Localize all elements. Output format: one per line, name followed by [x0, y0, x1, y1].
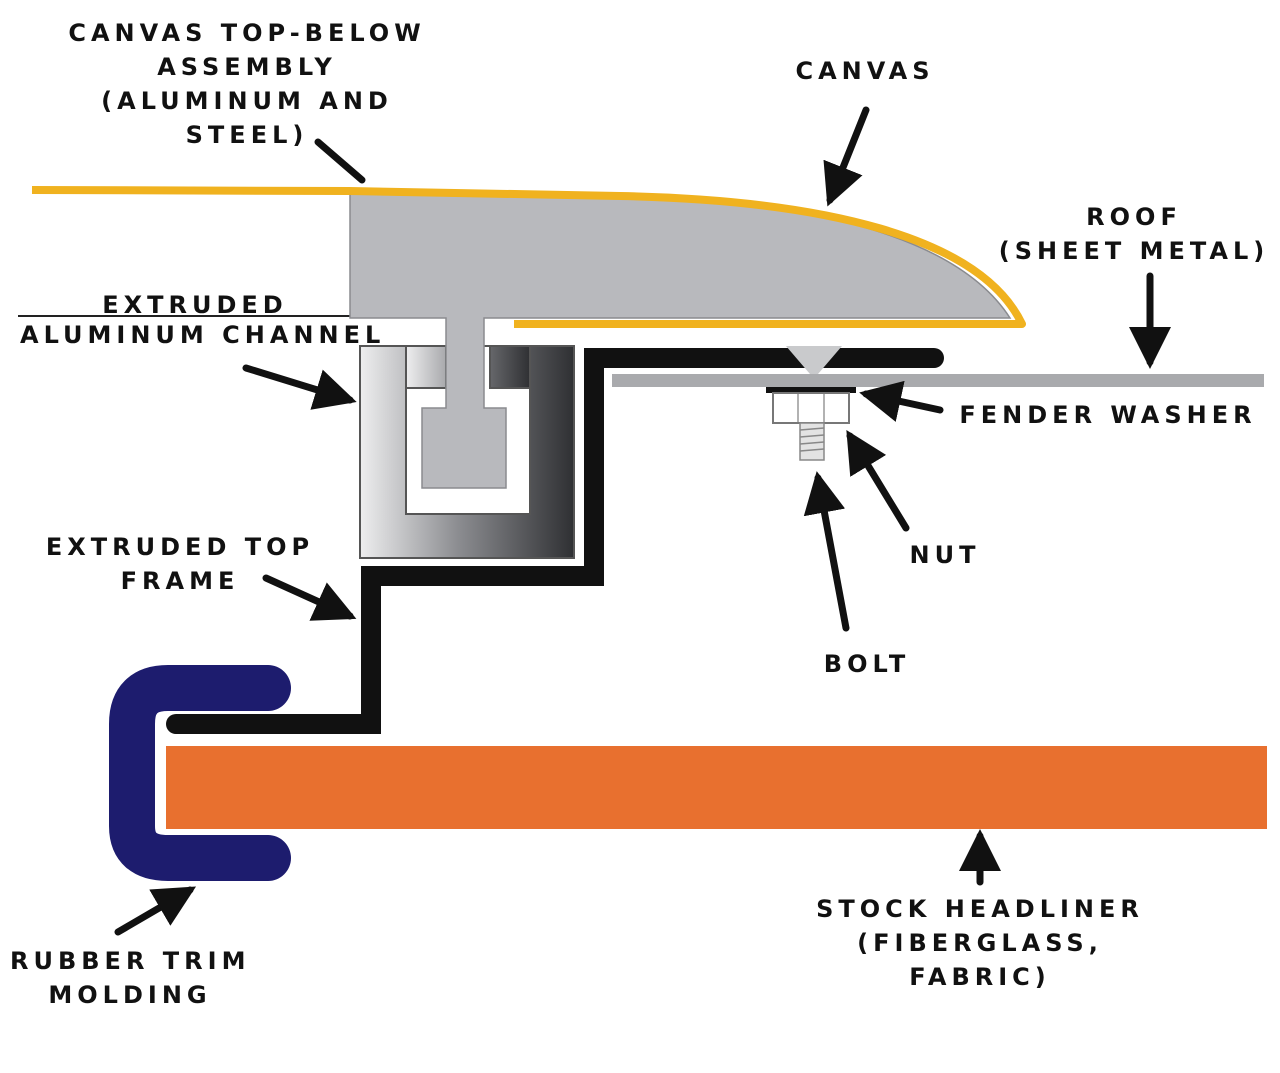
label-nut: NUT	[909, 541, 981, 569]
canvas-line	[31, 186, 1026, 328]
arrow-bolt	[803, 471, 850, 632]
arrow-canvas	[823, 106, 870, 207]
label-aluminum-channel: EXTRUDED ALUMINUM CHANNEL	[20, 291, 386, 349]
rubber-trim-molding	[109, 665, 291, 881]
fender-washer	[766, 387, 856, 393]
label-roof: ROOF (SHEET METAL)	[998, 203, 1270, 265]
nut-shape	[772, 392, 850, 424]
arrow-assembly	[314, 138, 366, 184]
arrow-nut	[846, 430, 910, 532]
label-top-frame: EXTRUDED TOP FRAME	[45, 533, 315, 595]
headliner-panel	[166, 746, 1267, 829]
label-rubber-trim: RUBBER TRIM MOLDING	[10, 947, 251, 1009]
arrow-top-frame	[262, 574, 357, 621]
arrow-fender-washer	[859, 380, 944, 422]
label-canvas-assembly: CANVAS TOP-BELOW ASSEMBLY (ALUMINUM AND …	[68, 19, 426, 149]
roof-sheet-metal	[612, 374, 1264, 387]
label-headliner: STOCK HEADLINER (FIBERGLASS, FABRIC)	[816, 895, 1144, 991]
extruded-top-frame	[166, 348, 944, 734]
arrow-rubber-trim	[114, 886, 197, 936]
label-bolt: BOLT	[823, 650, 911, 678]
channel-lips	[405, 345, 531, 389]
bolt-head	[786, 346, 842, 374]
arrow-channel	[242, 364, 357, 410]
label-fender-washer: FENDER WASHER	[959, 401, 1257, 429]
label-canvas: CANVAS	[795, 57, 935, 85]
